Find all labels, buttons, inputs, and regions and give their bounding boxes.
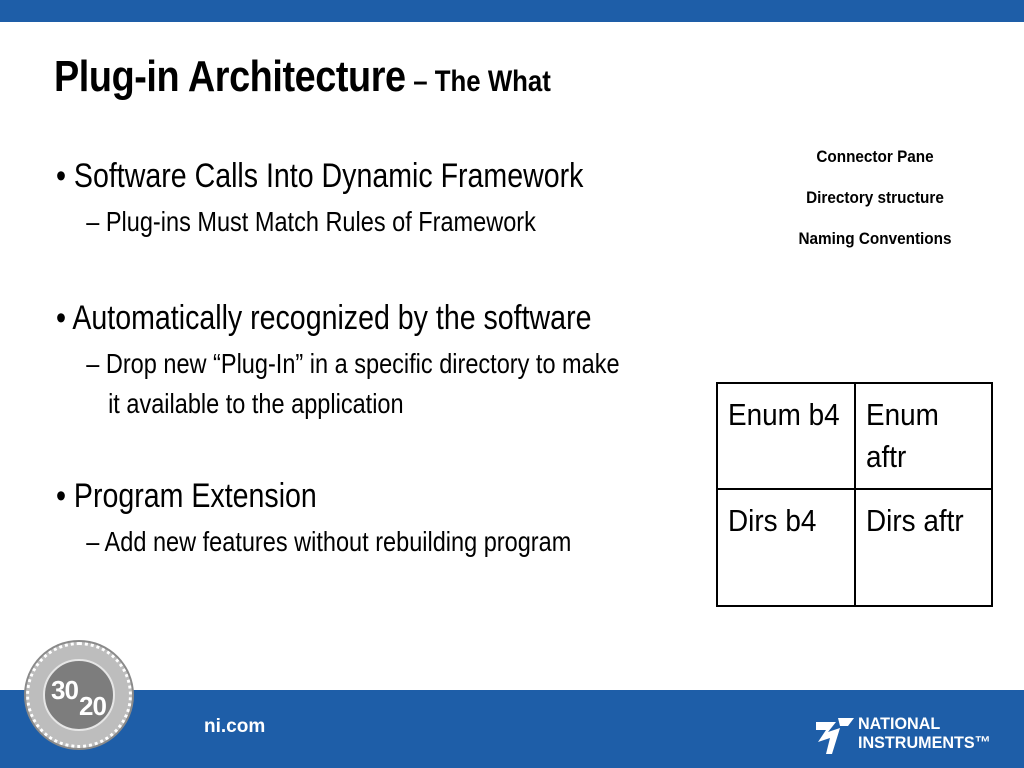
bullet-item: • Software Calls Into Dynamic Framework bbox=[56, 157, 584, 195]
table-row: Dirs b4 Dirs aftr bbox=[716, 488, 993, 607]
bullet-item: • Program Extension bbox=[56, 477, 317, 515]
bullet-item: • Automatically recognized by the softwa… bbox=[56, 299, 592, 337]
sub-bullet-item: – Plug-ins Must Match Rules of Framework bbox=[86, 206, 536, 237]
note-connector-pane: Connector Pane bbox=[816, 147, 934, 166]
bullet-list: • Software Calls Into Dynamic Framework … bbox=[56, 150, 627, 562]
national-instruments-logo: NATIONAL INSTRUMENTS™ bbox=[814, 712, 1004, 756]
note-naming-conventions: Naming Conventions bbox=[798, 229, 952, 248]
side-notes: Connector Pane Directory structure Namin… bbox=[760, 136, 990, 259]
note-directory-structure: Directory structure bbox=[806, 188, 944, 207]
table-row: Enum b4 Enum aftr bbox=[716, 382, 993, 490]
enum-dirs-table: Enum b4 Enum aftr Dirs b4 Dirs aftr bbox=[716, 382, 993, 607]
slide-title: Plug-in Architecture – The What bbox=[54, 52, 551, 102]
top-accent-bar bbox=[0, 0, 1024, 22]
table-cell: Enum aftr bbox=[854, 382, 993, 490]
sub-bullet-item: – Add new features without rebuilding pr… bbox=[86, 526, 572, 557]
footer-bar bbox=[0, 690, 1024, 768]
title-subtitle: – The What bbox=[413, 65, 551, 98]
footer-site-link[interactable]: ni.com bbox=[204, 716, 266, 737]
national-instruments-eagle-icon bbox=[816, 718, 854, 754]
title-main: Plug-in Architecture bbox=[54, 52, 406, 101]
anniversary-seal-icon: 30 20 bbox=[26, 642, 132, 748]
table-cell: Dirs b4 bbox=[716, 488, 856, 607]
table-cell: Dirs aftr bbox=[854, 488, 993, 607]
table-cell: Enum b4 bbox=[716, 382, 856, 490]
brand-wordmark: NATIONAL INSTRUMENTS™ bbox=[858, 714, 991, 752]
sub-bullet-item: – Drop new “Plug-In” in a specific direc… bbox=[86, 348, 620, 419]
